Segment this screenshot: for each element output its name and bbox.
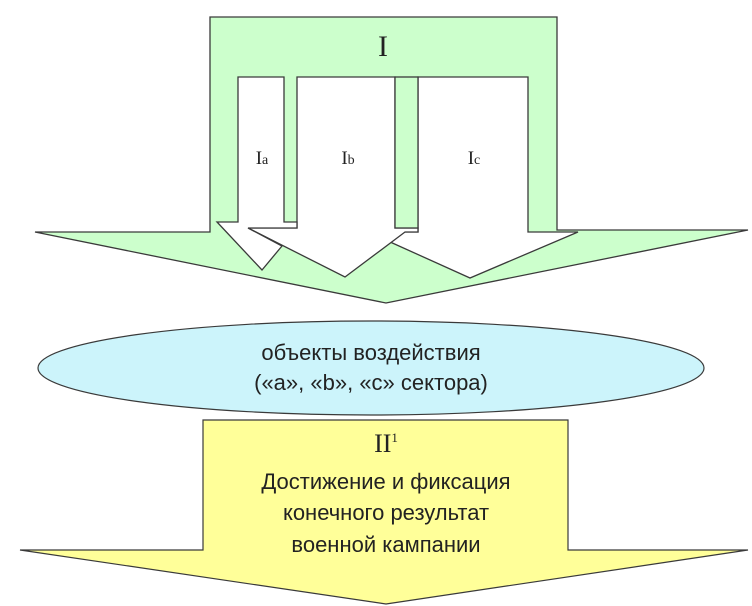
- arrow-ii-label: II1: [374, 429, 398, 458]
- arrow-i-label: I: [378, 30, 388, 63]
- arrow-ii-line-2: конечного результат: [283, 500, 489, 525]
- arrow-ia: [215, 76, 298, 271]
- arrow-ib-label: Ib: [341, 148, 354, 169]
- arrow-ii-line-1: Достижение и фиксация: [261, 469, 510, 494]
- arrow-ic-label: Ic: [468, 148, 481, 169]
- arrow-ii: [19, 419, 749, 605]
- divider-bar: [394, 76, 419, 229]
- arrow-ii-line-3: военной кампании: [291, 532, 480, 557]
- arrow-ia-label: Ia: [256, 148, 269, 169]
- targets-ellipse: [37, 320, 705, 416]
- ellipse-line-2: («a», «b», «c» сектора): [254, 370, 488, 395]
- ellipse-line-1: объекты воздействия: [261, 340, 480, 365]
